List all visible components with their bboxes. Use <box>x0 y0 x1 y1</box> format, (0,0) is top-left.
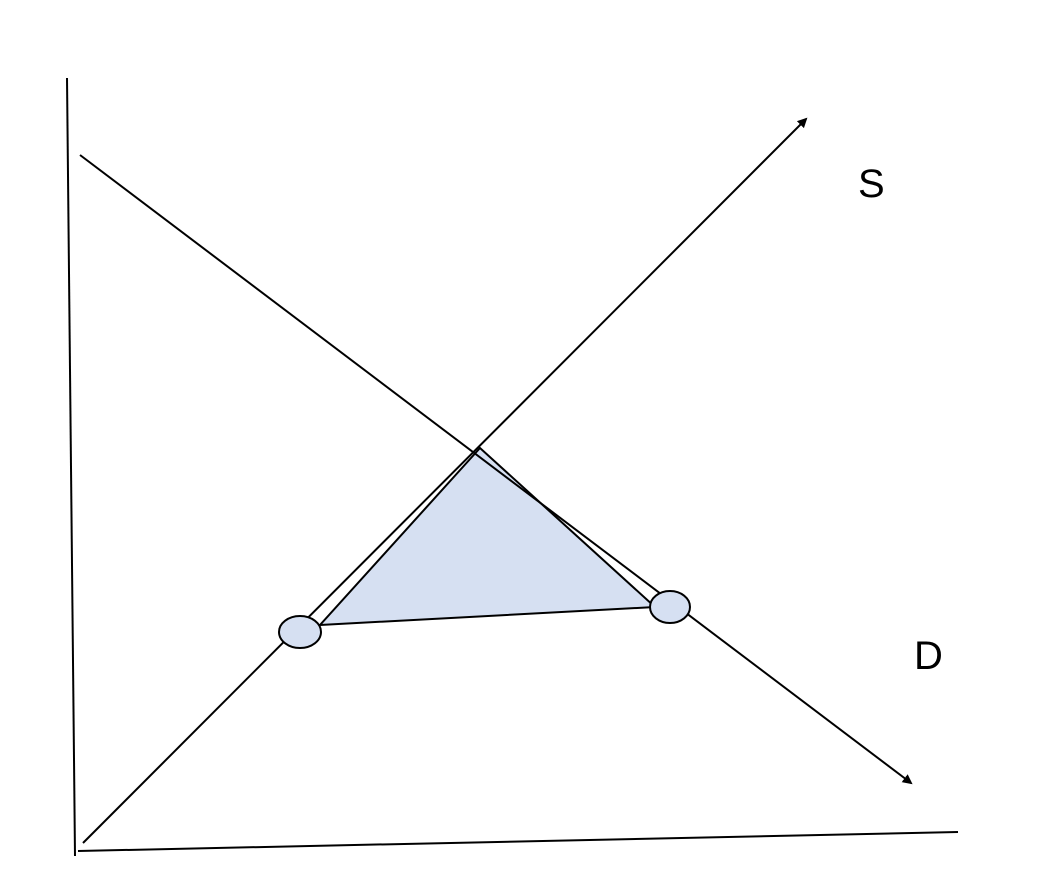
supply-line <box>82 117 808 844</box>
supply-label: S <box>858 162 885 206</box>
x-axis <box>77 831 959 852</box>
demand-line <box>79 154 913 785</box>
demand-label: D <box>914 634 943 678</box>
y-axis <box>66 77 76 857</box>
supply-point <box>278 615 322 649</box>
demand-point <box>649 590 691 624</box>
shaded-triangle <box>317 446 658 627</box>
